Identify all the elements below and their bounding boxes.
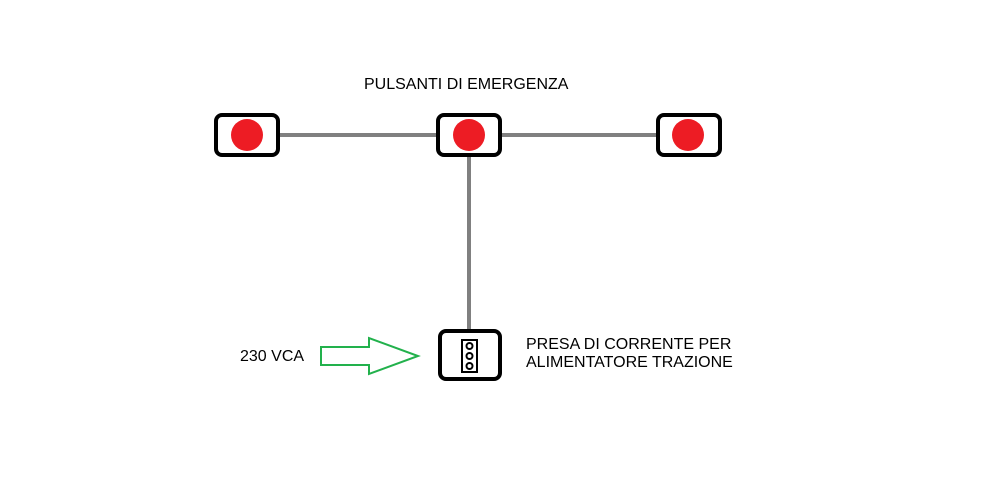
emergency-button-center bbox=[436, 113, 502, 157]
wires bbox=[279, 133, 658, 330]
voltage-label: 230 VCA bbox=[240, 348, 305, 365]
outlet-hole-icon bbox=[465, 362, 474, 370]
power-socket bbox=[438, 329, 502, 381]
outlet-hole-icon bbox=[465, 352, 474, 360]
emergency-button-right bbox=[656, 113, 722, 157]
power-input-arrow-icon bbox=[320, 336, 421, 376]
emergency-button-left bbox=[214, 113, 280, 157]
socket-label-line1: PRESA DI CORRENTE PER bbox=[526, 336, 732, 353]
outlet-hole-icon bbox=[465, 342, 474, 350]
red-button-icon bbox=[672, 119, 704, 151]
red-button-icon bbox=[453, 119, 485, 151]
red-button-icon bbox=[231, 119, 263, 151]
socket-label-line2: ALIMENTATORE TRAZIONE bbox=[526, 354, 733, 371]
diagram-title: PULSANTI DI EMERGENZA bbox=[364, 76, 569, 93]
